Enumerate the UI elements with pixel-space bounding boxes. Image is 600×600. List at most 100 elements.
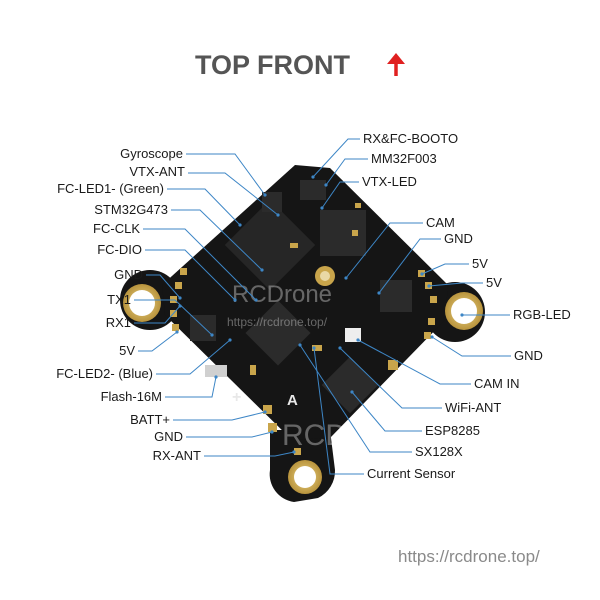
- up-arrow-icon: [387, 53, 405, 76]
- left-label-6: GND: [114, 267, 143, 282]
- vtx-chip: [320, 210, 366, 256]
- right-leader-dot-13: [312, 346, 316, 350]
- right-leader-11: [351, 391, 422, 432]
- left-leader-2: [167, 188, 241, 226]
- left-leader-dot-8: [178, 304, 182, 308]
- left-label-12: BATT+: [130, 412, 170, 427]
- left-leader-10: [156, 339, 231, 375]
- right-leader-3: [345, 222, 423, 279]
- left-label-3: STM32G473: [94, 202, 168, 217]
- left-leader-dot-0: [263, 193, 267, 197]
- right-label-6: 5V: [486, 275, 502, 290]
- right-label-11: ESP8285: [425, 423, 480, 438]
- right-leader-dot-0: [311, 175, 315, 179]
- right-leader-dot-8: [430, 335, 434, 339]
- left-label-0: Gyroscope: [120, 146, 183, 161]
- right-leader-dot-6: [427, 284, 431, 288]
- right-label-5: 5V: [472, 256, 488, 271]
- right-leader-dot-5: [420, 272, 424, 276]
- left-leader-dot-9: [175, 330, 179, 334]
- left-leader-dot-12: [263, 410, 267, 414]
- right-leader-dot-9: [356, 338, 360, 342]
- left-leader-dot-10: [228, 338, 232, 342]
- left-leader-0: [186, 153, 266, 196]
- camera-connector: [345, 328, 361, 342]
- right-leader-13: [313, 347, 364, 475]
- right-label-9: CAM IN: [474, 376, 520, 391]
- right-label-1: MM32F003: [371, 151, 437, 166]
- flight-controller-board: A +: [120, 165, 485, 502]
- left-label-7: TX1: [107, 292, 131, 307]
- right-label-12: SX128X: [415, 444, 463, 459]
- left-leader-dot-6: [178, 296, 182, 300]
- leader-lines: [134, 138, 511, 475]
- right-leader-6: [428, 282, 483, 287]
- left-leader-dot-2: [238, 223, 242, 227]
- sx128x-chip: [245, 300, 311, 366]
- right-leader-5: [421, 263, 469, 275]
- left-leader-13: [186, 431, 273, 438]
- left-leader-3: [171, 209, 263, 271]
- right-leader-dot-10: [338, 346, 342, 350]
- silk-a: A: [287, 392, 298, 409]
- watermark-url: https://rcdrone.top/: [227, 315, 328, 329]
- left-leader-4: [143, 228, 257, 301]
- left-label-11: Flash-16M: [101, 389, 162, 404]
- left-leader-6: [146, 274, 181, 299]
- right-label-0: RX&FC-BOOTO: [363, 131, 458, 146]
- right-label-13: Current Sensor: [367, 466, 456, 481]
- left-label-10: FC-LED2- (Blue): [56, 366, 153, 381]
- gyroscope-chip: [190, 315, 216, 341]
- right-leader-dot-3: [344, 276, 348, 280]
- right-leader-4: [378, 238, 441, 294]
- left-label-13: GND: [154, 429, 183, 444]
- right-leader-9: [357, 339, 471, 385]
- right-leader-10: [339, 347, 442, 409]
- left-label-8: RX1: [106, 315, 131, 330]
- silk-plus: +: [232, 389, 241, 406]
- right-leader-dot-4: [377, 291, 381, 295]
- stm32g473-chip: [224, 199, 316, 291]
- left-label-4: FC-CLK: [93, 221, 140, 236]
- right-label-2: VTX-LED: [362, 174, 417, 189]
- left-leader-1: [188, 172, 279, 216]
- right-leader-2: [321, 181, 359, 209]
- left-leader-12: [173, 411, 266, 421]
- right-label-4: GND: [444, 231, 473, 246]
- footer-url: https://rcdrone.top/: [398, 547, 540, 566]
- left-label-9: 5V: [119, 343, 135, 358]
- left-label-14: RX-ANT: [153, 448, 201, 463]
- left-leader-5: [145, 249, 236, 301]
- watermark-top: RCDrone: [232, 281, 332, 308]
- right-leader-8: [431, 336, 511, 357]
- right-label-3: CAM: [426, 215, 455, 230]
- right-leader-dot-1: [324, 183, 328, 187]
- left-leader-9: [138, 331, 178, 352]
- right-leader-dot-11: [350, 390, 354, 394]
- right-label-10: WiFi-ANT: [445, 400, 501, 415]
- flash-chip: [205, 365, 227, 377]
- left-leader-11: [165, 376, 217, 398]
- right-leader-12: [299, 344, 412, 453]
- left-leader-dot-5: [233, 298, 237, 302]
- left-label-5: FC-DIO: [97, 242, 142, 257]
- left-label-1: VTX-ANT: [129, 164, 185, 179]
- left-leader-dot-13: [270, 430, 274, 434]
- left-leader-8: [134, 305, 181, 324]
- left-leader-dot-3: [260, 268, 264, 272]
- right-leader-0: [312, 138, 360, 178]
- left-leader-dot-11: [214, 375, 218, 379]
- left-leader-dot-4: [254, 298, 258, 302]
- right-label-7: RGB-LED: [513, 307, 571, 322]
- left-label-2: FC-LED1- (Green): [57, 181, 164, 196]
- right-label-8: GND: [514, 348, 543, 363]
- left-leader-14: [204, 451, 295, 457]
- right-leader-dot-12: [298, 343, 302, 347]
- right-leader-dot-7: [460, 313, 464, 317]
- right-leader-dot-2: [320, 206, 324, 210]
- watermark-bottom: RCDrone: [282, 419, 407, 452]
- page-title: TOP FRONT: [195, 50, 351, 80]
- left-leader-7: [134, 299, 213, 336]
